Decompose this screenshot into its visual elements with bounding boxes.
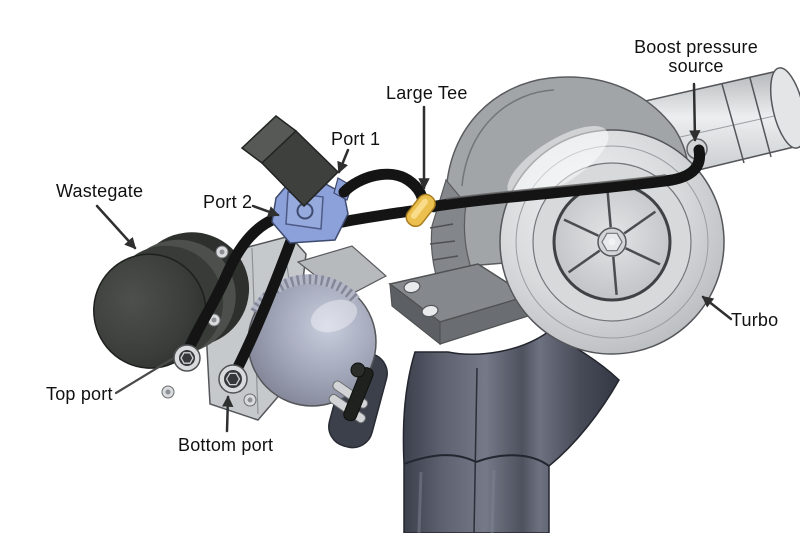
turbo-arrow [701, 295, 733, 321]
label-bottom-port: Bottom port [178, 435, 274, 455]
housing-highlight [507, 126, 609, 198]
downpipe [402, 331, 620, 533]
turbine-flange [388, 263, 530, 346]
label-boost-pressure-source: Boost pressure source [634, 37, 758, 76]
label-top-port: Top port [46, 384, 113, 404]
label-wastegate: Wastegate [56, 181, 144, 201]
label-large-tee: Large Tee [386, 83, 468, 103]
hose-tee-to-boost-source [418, 144, 706, 214]
pointer-arrows [95, 82, 733, 433]
label-port-2: Port 2 [203, 192, 253, 212]
label-port-1: Port 1 [331, 129, 381, 149]
hose-port1-to-tee [338, 168, 430, 214]
bottom-port-fitting [218, 364, 248, 394]
hose-highlight [445, 174, 667, 200]
wastegate-arrow [95, 204, 137, 250]
bottom-port-arrow [221, 395, 234, 433]
tee-fitting [405, 193, 436, 228]
wastegate-valve-dome [247, 274, 377, 407]
vband-clamp-hardware [328, 362, 374, 424]
compressor-wheel [563, 189, 661, 295]
hose-port2-to-top-port [182, 214, 278, 357]
top-port-pointer-line [114, 357, 174, 395]
port2-arrow [251, 204, 280, 218]
boost-source-arrow [689, 82, 701, 142]
label-turbo: Turbo [731, 310, 779, 330]
port1-arrow [337, 148, 350, 174]
boost-solenoid [240, 115, 353, 244]
top-port-fitting [173, 344, 201, 372]
bracket-studs [161, 245, 257, 407]
